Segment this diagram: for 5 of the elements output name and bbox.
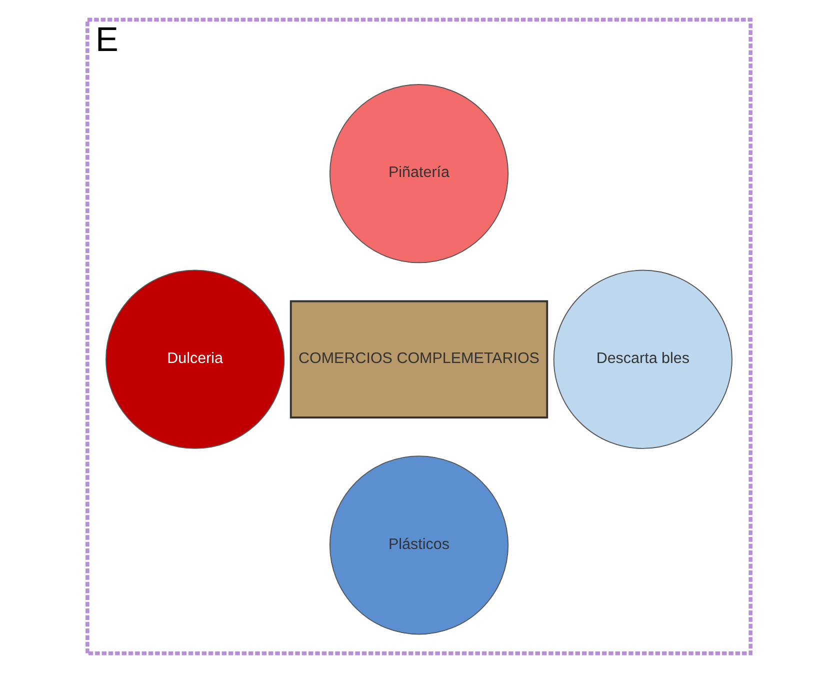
node-box: COMERCIOS COMPLEMETARIOS	[290, 300, 548, 418]
node-circle: Dulceria	[106, 270, 285, 449]
node-circle: Piñatería	[329, 84, 509, 264]
node-circle: Plásticos	[329, 456, 509, 635]
node-circle: Descarta bles	[553, 270, 732, 449]
